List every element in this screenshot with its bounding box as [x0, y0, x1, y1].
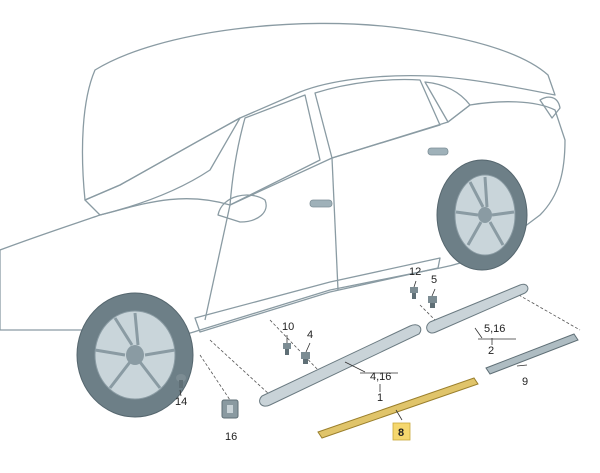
label-2: 2 [488, 345, 494, 357]
moulding-part-1 [259, 324, 422, 407]
car-rear-window [314, 78, 441, 159]
fastener-14 [176, 374, 186, 388]
fastener-10 [283, 343, 291, 355]
car-door-line [204, 204, 231, 321]
car-sill [194, 257, 441, 333]
car-illustration [0, 22, 566, 418]
car-body-side [0, 101, 566, 341]
label-8: 8 [398, 427, 404, 439]
label-4-16: 4,16 [370, 371, 391, 383]
fastener-4 [301, 352, 310, 364]
car-quarter-window [424, 81, 471, 123]
label-5-16: 5,16 [484, 323, 505, 335]
strip-part-8 [317, 377, 479, 439]
car-door-handle-front [309, 199, 333, 208]
moulding-part-2 [426, 283, 529, 334]
label-4: 4 [307, 329, 313, 341]
car-mirror [217, 194, 267, 223]
label-9: 9 [522, 376, 528, 388]
label-5: 5 [431, 274, 437, 286]
leader-lines [179, 280, 528, 421]
label-12: 12 [409, 266, 421, 278]
assembly-guides [199, 289, 581, 401]
label-1: 1 [377, 392, 383, 404]
label-10: 10 [282, 321, 294, 333]
fastener-5 [428, 296, 437, 308]
label-16: 16 [225, 431, 237, 443]
clip-16 [221, 399, 239, 419]
car-windshield [84, 117, 241, 216]
car-door-line-rear [331, 157, 339, 291]
front-wheel [76, 292, 194, 418]
car-rear-lamp [539, 96, 561, 119]
strip-part-9 [485, 333, 579, 375]
rear-wheel [436, 159, 528, 271]
badge-part-8: 8 [392, 422, 411, 441]
car-door-handle-rear [427, 147, 449, 156]
car-front-window [229, 94, 321, 206]
label-14: 14 [175, 396, 187, 408]
fastener-12 [410, 287, 418, 299]
